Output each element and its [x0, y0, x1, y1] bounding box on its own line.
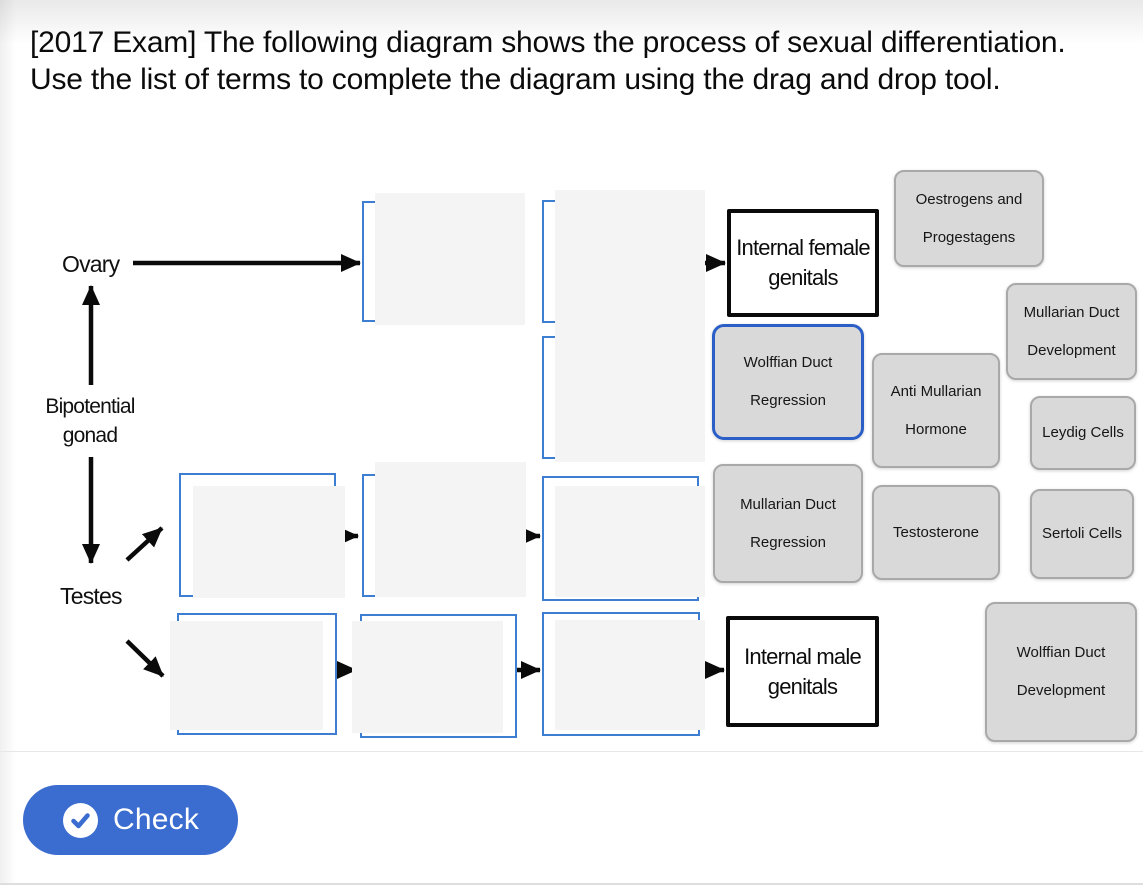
drop-placeholder-2-3[interactable] — [555, 190, 705, 462]
internal-female-genitals-label: Internal female genitals — [736, 235, 870, 290]
term-chip-oestrogens-progestagens[interactable]: Oestrogens and Progestagens — [894, 170, 1044, 267]
drop-placeholder-6[interactable] — [555, 486, 705, 597]
drop-placeholder-1[interactable] — [375, 193, 525, 325]
internal-male-genitals-box: Internal male genitals — [726, 616, 879, 727]
drop-placeholder-4[interactable] — [193, 486, 345, 598]
term-chip-sertoli-cells[interactable]: Sertoli Cells — [1030, 489, 1134, 579]
term-chip-mullarian-duct-development[interactable]: Mullarian Duct Development — [1006, 283, 1137, 380]
label-ovary: Ovary — [62, 251, 120, 277]
question-title: [2017 Exam] The following diagram shows … — [30, 26, 1066, 96]
check-button[interactable]: Check — [23, 785, 238, 855]
term-chip-anti-mullarian-hormone[interactable]: Anti Mullarian Hormone — [872, 353, 1000, 468]
term-chip-wolffian-duct-development[interactable]: Wolffian Duct Development — [985, 602, 1137, 742]
term-chip-wolffian-duct-regression[interactable]: Wolffian Duct Regression — [712, 324, 864, 440]
arrow-testes-diag-down — [125, 639, 165, 678]
check-button-label: Check — [113, 803, 200, 836]
arrow-testes-diag-up — [125, 526, 164, 562]
drop-placeholder-7[interactable] — [170, 621, 323, 730]
check-circle-icon — [63, 802, 98, 838]
drop-placeholder-8[interactable] — [352, 621, 503, 733]
internal-male-genitals-label: Internal male genitals — [744, 643, 862, 699]
footer-divider — [0, 751, 1143, 752]
bottom-border — [0, 883, 1143, 885]
term-chip-leydig-cells[interactable]: Leydig Cells — [1030, 396, 1136, 470]
internal-female-genitals-box: Internal female genitals — [727, 209, 879, 317]
label-bipotential-gonad: Bipotential gonad — [45, 395, 135, 447]
drop-placeholder-5[interactable] — [375, 462, 526, 597]
label-testes: Testes — [60, 583, 122, 609]
drop-placeholder-9[interactable] — [555, 620, 705, 730]
term-chip-testosterone[interactable]: Testosterone — [872, 485, 1000, 580]
term-chip-mullarian-duct-regression[interactable]: Mullarian Duct Regression — [713, 464, 863, 583]
